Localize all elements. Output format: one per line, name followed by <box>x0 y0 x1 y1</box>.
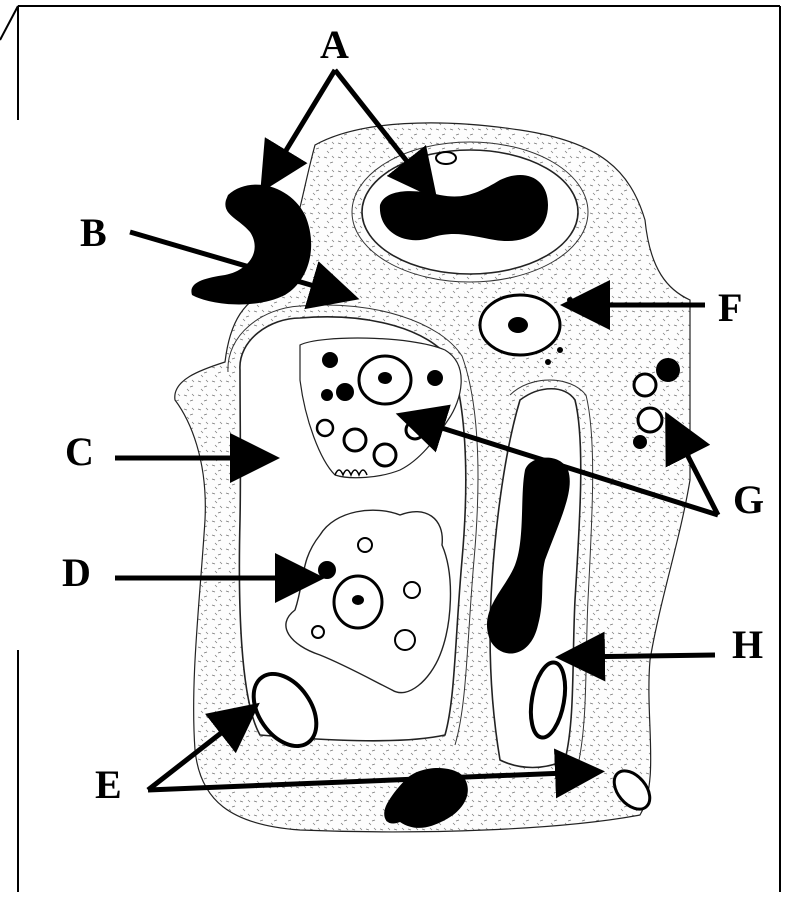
label-a: A <box>320 25 349 65</box>
rbc-left <box>191 185 311 305</box>
label-h: H <box>732 625 763 665</box>
label-f: F <box>718 288 742 328</box>
label-c: C <box>65 432 94 472</box>
label-e: E <box>95 765 122 805</box>
arrow-h <box>570 655 715 657</box>
label-d: D <box>62 553 91 593</box>
label-b: B <box>80 213 107 253</box>
label-g: G <box>733 480 764 520</box>
